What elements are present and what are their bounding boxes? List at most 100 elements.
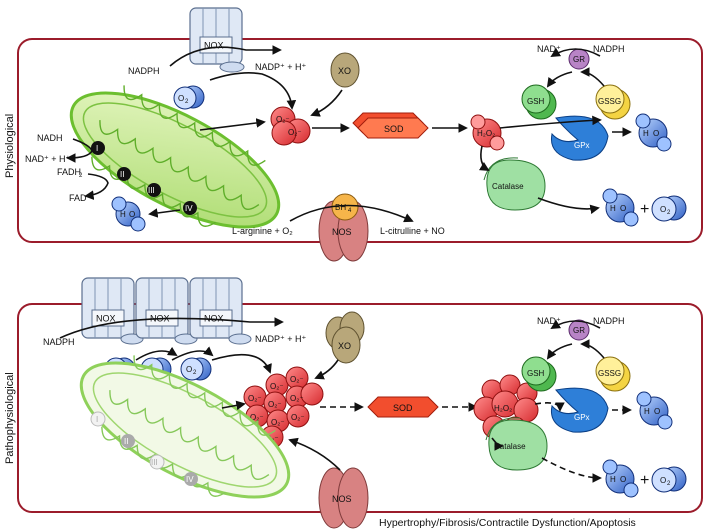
xo-enzyme-bottom: XO: [325, 311, 365, 364]
svg-text:GSH: GSH: [527, 369, 545, 378]
plus-sign-bottom: +: [640, 472, 649, 489]
svg-text:III: III: [148, 186, 155, 195]
complex-iii: III: [147, 183, 161, 197]
plus-sign: +: [640, 201, 649, 218]
nad-plus-label: NAD⁺: [537, 44, 561, 54]
gssg-to-gr-arrow-bottom: [580, 339, 605, 359]
svg-text:O₂⁻: O₂⁻: [268, 400, 282, 409]
complex-i-bottom: I: [90, 411, 106, 427]
arginine-label: L-arginine + O₂: [232, 226, 293, 236]
o2-to-superoxide-arrow: [209, 72, 297, 110]
svg-text:O: O: [653, 129, 659, 138]
o2-arrow-3: [211, 353, 272, 374]
svg-text:O: O: [129, 210, 135, 219]
gpx-enzyme: GPx: [550, 115, 609, 161]
svg-text:O: O: [654, 407, 660, 416]
svg-text:GSSG: GSSG: [598, 369, 621, 378]
svg-text:I: I: [96, 144, 98, 153]
nadh-label: NADH: [37, 133, 63, 143]
h2o2-to-gpx-dashed-arrow: [534, 402, 565, 412]
o2-arrow-1: [135, 346, 178, 361]
gr-to-gsh-arrow: [546, 71, 573, 88]
svg-text:2: 2: [667, 481, 671, 487]
svg-text:4: 4: [348, 208, 352, 214]
svg-text:SOD: SOD: [384, 124, 404, 134]
svg-text:O: O: [660, 476, 666, 485]
fadh2-sub: 2: [79, 173, 83, 179]
water-molecule-gpx: H O: [635, 113, 672, 152]
svg-text:O₂⁻: O₂⁻: [290, 394, 304, 403]
svg-text:O: O: [620, 475, 626, 484]
gr-nadph-arrow-bottom: [550, 319, 601, 329]
svg-text:O₂⁻: O₂⁻: [248, 394, 262, 403]
nox-enzyme-3: NOX: [189, 277, 252, 345]
nadph-right-label: NADPH: [593, 44, 625, 54]
svg-text:O₂⁻: O₂⁻: [276, 115, 290, 124]
svg-text:NOS: NOS: [332, 227, 352, 237]
oxygen-molecule-catalase: O 2: [651, 195, 687, 222]
xo-arrow: [310, 89, 343, 117]
pathophysiological-label: Pathophysiological: [4, 372, 16, 464]
gssg-enzyme: GSSG: [595, 84, 631, 120]
svg-text:IV: IV: [185, 204, 193, 213]
xo-arrow-bottom: [314, 359, 339, 380]
svg-text:GR: GR: [573, 55, 585, 64]
svg-text:O₂⁻: O₂⁻: [290, 375, 304, 384]
water-molecule: H O: [111, 196, 146, 232]
nad-plus-label-bottom: NAD⁺: [537, 316, 561, 326]
svg-text:GPx: GPx: [574, 141, 590, 150]
svg-text:GSH: GSH: [527, 97, 545, 106]
complex-ii: II: [117, 167, 131, 181]
svg-text:SOD: SOD: [393, 403, 413, 413]
svg-text:XO: XO: [338, 341, 351, 351]
svg-text:O₂⁻: O₂⁻: [288, 128, 302, 137]
h2o2-to-catalase-dashed-arrow: [491, 437, 504, 451]
sod-enzyme-bottom: SOD: [367, 396, 439, 418]
svg-text:II: II: [120, 170, 124, 179]
bh4-cofactor: BH 4: [331, 193, 359, 221]
h2o2-to-gpx-arrow: [499, 115, 602, 129]
svg-text:GPx: GPx: [574, 413, 590, 422]
nadp-label: NADP⁺ + H⁺: [255, 62, 307, 72]
complex-i: I: [91, 141, 105, 155]
svg-text:IV: IV: [186, 475, 194, 484]
svg-text:H: H: [644, 407, 650, 416]
water-molecule-catalase-bottom: H O: [602, 459, 639, 498]
gr-enzyme: GR: [568, 48, 590, 70]
gpx-enzyme-bottom: GPx: [550, 387, 609, 433]
svg-text:O: O: [186, 365, 192, 374]
complex-iv: IV: [183, 201, 197, 215]
svg-text:III: III: [151, 458, 158, 467]
svg-text:2: 2: [667, 210, 671, 216]
gssg-enzyme-bottom: GSSG: [595, 356, 631, 392]
svg-text:H: H: [610, 475, 616, 484]
fad-label: FAD: [69, 193, 87, 203]
o2-arrow-2: [171, 346, 214, 361]
svg-text:O₂⁻: O₂⁻: [291, 413, 305, 422]
nos-reaction-arrow: [289, 204, 414, 223]
svg-text:O₂⁻: O₂⁻: [271, 418, 285, 427]
nad-label: NAD⁺ + H⁺: [25, 154, 71, 164]
complex-iv-arrow: [148, 208, 181, 218]
svg-text:H₂O₂: H₂O₂: [477, 129, 495, 138]
svg-text:2: 2: [193, 370, 197, 376]
nox-label: NOX: [204, 41, 224, 51]
nox-enzyme: NOX: [189, 7, 245, 73]
nos-enzyme-bottom: NOS: [318, 467, 369, 529]
outcome-label: Hypertrophy/Fibrosis/Contractile Dysfunc…: [379, 517, 636, 529]
svg-text:I: I: [96, 415, 98, 424]
svg-text:2: 2: [185, 99, 189, 105]
mitochondrion: [69, 85, 281, 229]
superoxide-cluster: O₂⁻ O₂⁻: [270, 106, 311, 146]
complex-ii-bottom: II: [121, 434, 135, 448]
gssg-to-gr-arrow: [580, 67, 605, 87]
svg-text:H: H: [610, 204, 616, 213]
svg-text:Catalase: Catalase: [492, 182, 524, 191]
svg-text:H: H: [120, 210, 126, 219]
physiological-label: Physiological: [4, 114, 16, 178]
oxygen-molecule-catalase-bottom: O 2: [651, 466, 687, 493]
svg-text:BH: BH: [335, 203, 346, 212]
sod-enzyme: SOD: [352, 112, 429, 139]
svg-text:NOX: NOX: [204, 314, 224, 324]
